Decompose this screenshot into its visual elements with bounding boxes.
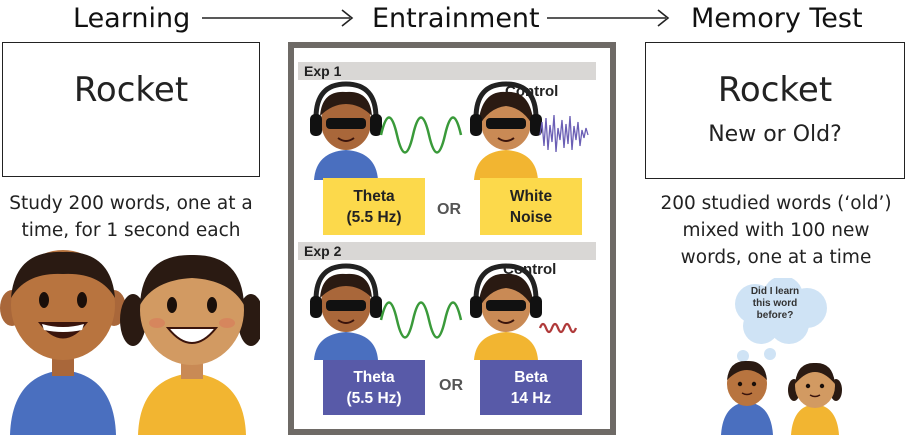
learning-word: Rocket: [73, 70, 189, 110]
exp1-theta-box: Theta (5.5 Hz): [323, 178, 425, 235]
headphone-person-exp1-right: [470, 81, 542, 180]
boy-figure: [0, 250, 126, 435]
memory-question: New or Old?: [708, 122, 842, 147]
memory-caption-line2: mixed with 100 new: [682, 220, 870, 241]
stage-title-learning: Learning: [73, 3, 191, 34]
exp1-theta-line2: (5.5 Hz): [346, 208, 402, 226]
memory-caption-line3: words, one at a time: [680, 247, 872, 268]
thought-line1: Did I learn: [750, 286, 800, 297]
thought-cloud: [735, 278, 827, 362]
exp2-illustration: [310, 263, 578, 360]
exp1-white-noise-line2: Noise: [509, 208, 553, 226]
exp2-theta-line2: (5.5 Hz): [346, 389, 402, 407]
exp1-theta-line1: Theta: [353, 187, 395, 205]
headphone-person-exp2-right: [470, 263, 542, 360]
exp1-white-noise-line1: White: [509, 187, 553, 205]
thought-line3: before?: [756, 310, 794, 321]
exp1-label: Exp 1: [298, 62, 596, 80]
headphone-person-exp2-left: [310, 263, 382, 360]
memory-word-box: Rocket New or Old?: [645, 42, 905, 179]
thought-line2: this word: [752, 298, 798, 309]
white-noise-exp1: [539, 114, 589, 153]
exp2-theta-box: Theta (5.5 Hz): [323, 360, 425, 415]
exp2-theta-line1: Theta: [353, 368, 395, 386]
theta-wave-exp1: [379, 116, 463, 154]
learning-caption-line2: time, for 1 second each: [21, 220, 241, 241]
exp2-beta-line1: Beta: [514, 368, 548, 386]
kids-illustration-learning: [0, 250, 260, 435]
small-girl-figure: [788, 362, 842, 435]
stage-title-memory-test: Memory Test: [691, 3, 863, 34]
exp2-or: OR: [439, 377, 463, 394]
memory-word: Rocket: [717, 70, 833, 110]
beta-wave-exp2: [538, 322, 578, 334]
stage-title-entrainment: Entrainment: [372, 3, 540, 34]
arrow-learning-to-entrainment: [202, 9, 354, 27]
thinking-kids-illustration: [721, 278, 842, 435]
exp1-illustration: [310, 81, 589, 180]
exp2-label: Exp 2: [298, 242, 596, 260]
memory-caption: 200 studied words (‘old’) mixed with 100…: [645, 190, 906, 271]
flow-arrows: [202, 9, 670, 27]
learning-caption: Study 200 words, one at a time, for 1 se…: [0, 190, 262, 244]
memory-caption-line1: 200 studied words (‘old’): [660, 193, 892, 214]
girl-figure: [120, 254, 260, 435]
learning-caption-line1: Study 200 words, one at a: [9, 193, 253, 214]
theta-wave-exp2: [379, 301, 463, 339]
exp2-beta-line2: 14 Hz: [510, 389, 552, 407]
arrow-entrainment-to-memory: [547, 9, 670, 27]
small-boy-figure: [721, 360, 773, 435]
exp2-beta-box: Beta 14 Hz: [480, 360, 582, 415]
exp1-white-noise-box: White Noise: [480, 178, 582, 235]
thought-bubble-text: Did I learn this word before?: [735, 286, 815, 322]
exp1-or: OR: [437, 201, 461, 218]
headphone-person-exp1-left: [310, 81, 382, 180]
learning-word-box: Rocket: [2, 42, 260, 177]
